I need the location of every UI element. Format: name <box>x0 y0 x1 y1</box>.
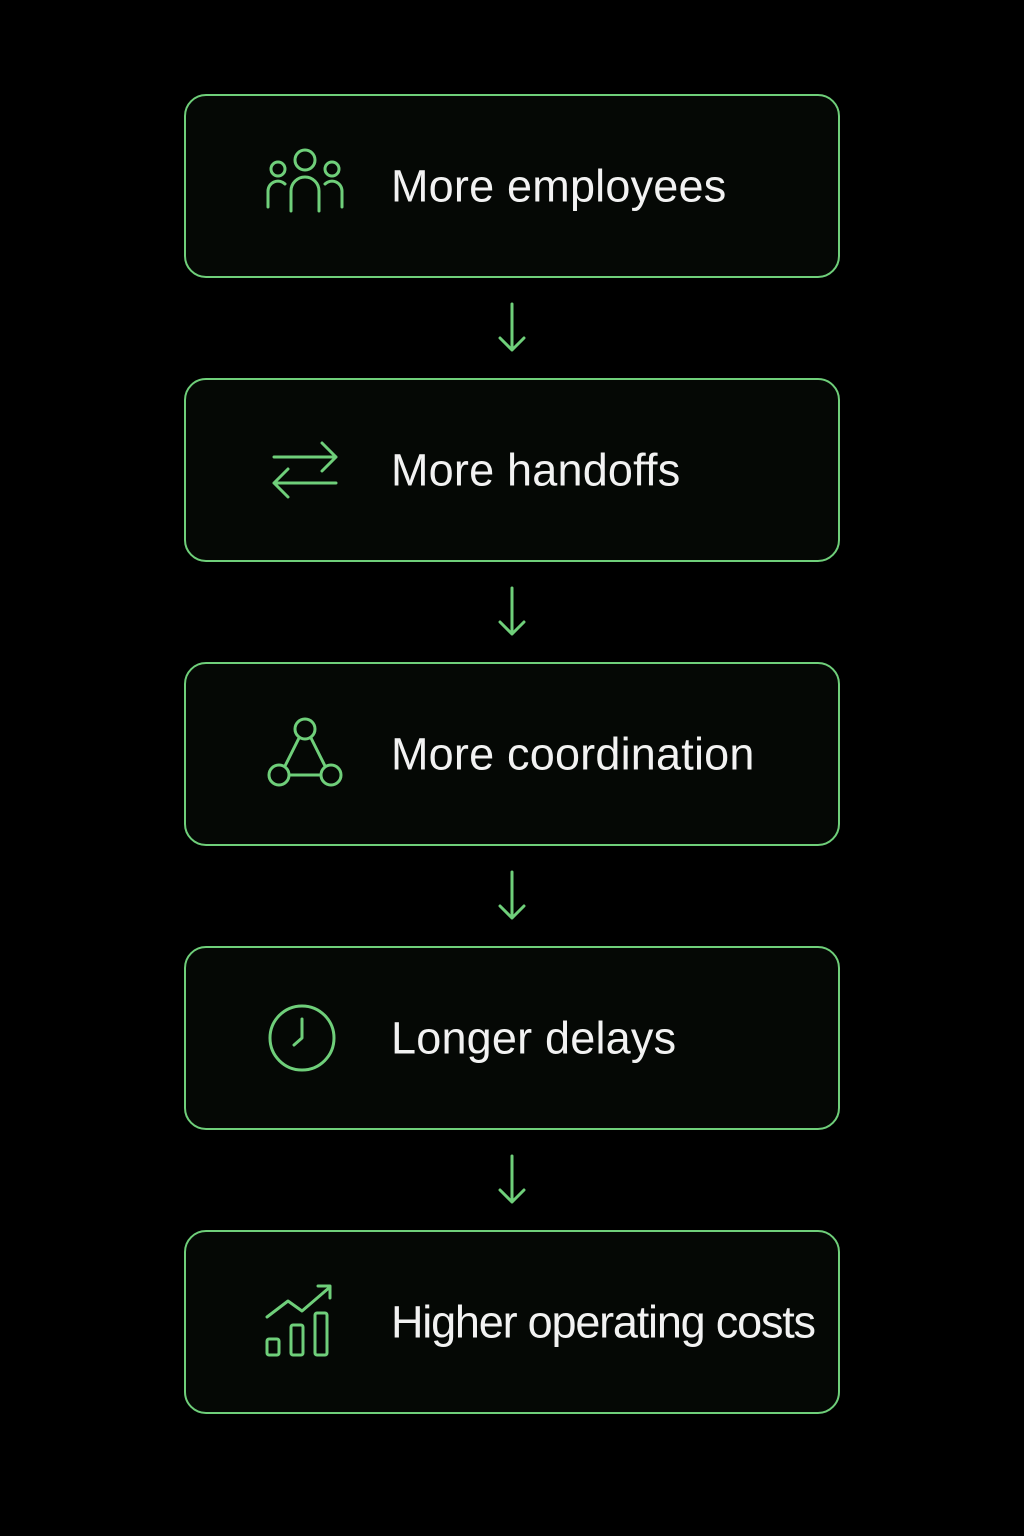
step-more-handoffs: More handoffs <box>184 378 840 562</box>
step-more-coordination: More coordination <box>184 662 840 846</box>
swap-arrows-icon <box>264 429 346 511</box>
network-nodes-icon <box>264 713 346 795</box>
rising-bar-chart-icon <box>264 1281 346 1363</box>
flow-arrow <box>184 1130 840 1230</box>
flow-arrow <box>184 562 840 662</box>
people-group-icon <box>264 145 346 227</box>
clock-icon <box>264 997 346 1079</box>
step-label: More employees <box>391 160 727 212</box>
arrow-down-icon <box>498 586 526 636</box>
step-label: More coordination <box>391 728 755 780</box>
step-label: Longer delays <box>391 1012 677 1064</box>
step-label: Higher operating costs <box>391 1296 816 1348</box>
flow-arrow <box>184 278 840 378</box>
flow-arrow <box>184 846 840 946</box>
flow-diagram: More employees More handoffs <box>184 94 840 1414</box>
arrow-down-icon <box>498 302 526 352</box>
step-label: More handoffs <box>391 444 681 496</box>
step-longer-delays: Longer delays <box>184 946 840 1130</box>
step-higher-operating-costs: Higher operating costs <box>184 1230 840 1414</box>
step-more-employees: More employees <box>184 94 840 278</box>
arrow-down-icon <box>498 1154 526 1204</box>
arrow-down-icon <box>498 870 526 920</box>
